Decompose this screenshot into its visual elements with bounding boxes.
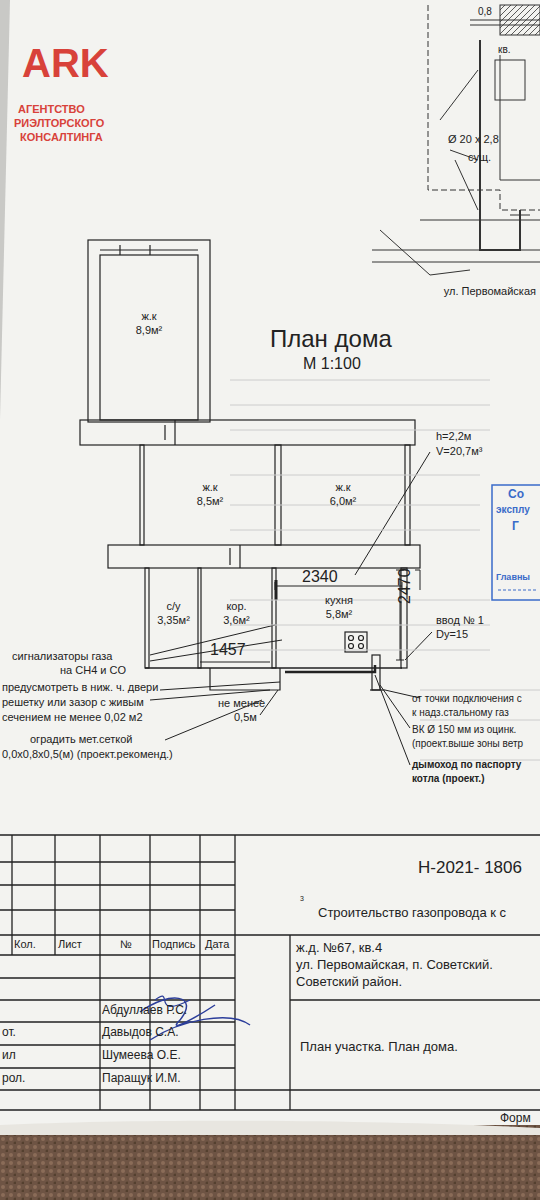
room-area: ж.к6,0м² [283,445,403,545]
plan-label: АГЕНТСТВО [18,103,85,116]
plan-label: h=2,2м [436,430,471,443]
plan-label: сущ. [468,151,491,164]
plan-label: решетку или зазор с живым [2,696,144,709]
room-label: 5,8м² [278,608,400,622]
room-label: 6,0м² [283,495,403,509]
plan-label: эксплу [496,504,530,516]
plan-label: (проект.выше зоны ветр [412,738,523,750]
plan-label: ввод № 1 [436,614,484,627]
plan-title: План дома [270,325,392,353]
room-area: ж.к8,5м² [148,445,272,545]
plan-label: 2340 [302,568,338,586]
room-area: с/у3,35м² [149,570,198,665]
plan-label: План участка. План дома. [300,1040,458,1055]
plan-label: Со [508,488,524,502]
plan-label: КОНСАЛТИНГА [20,131,103,144]
plan-label: Лист [58,938,82,951]
room-label: кухня [278,594,400,608]
plan-label: Шумеева О.Е. [102,1049,181,1063]
room-label: кор. [201,600,272,614]
plan-label: Абдуллаев Р.С. [102,1004,187,1018]
plan-label: Ø 20 x 2,8 [448,133,499,146]
plan-label: оградить мет.сеткой [30,733,132,746]
plan-label: ARK [22,40,109,86]
plan-label: М 1:100 [303,355,361,373]
plan-label: ул. Первомайская [444,285,536,298]
plan-label: ж.д. №67, кв.4 [296,941,382,956]
plan-label: РИЭЛТОРСКОГО [14,117,104,130]
plan-label: Дата [205,938,229,951]
plan-label: предусмотреть в ниж. ч. двери [2,681,158,694]
plan-label: 0,8 [478,6,492,18]
plan-label: от точки подключения с [412,693,522,705]
room-label: ж.к [283,481,403,495]
room-label: с/у [149,600,198,614]
plan-label: 0,0x0,8x0,5(м) (проект.рекоменд.) [2,748,173,761]
plan-label: 3 [300,895,304,903]
room-label: 8,9м² [100,324,198,338]
plan-label: дымоход по паспорту [412,759,521,771]
plan-label: не менее [218,697,265,710]
plan-label: Кол. [14,938,36,951]
plan-label: Г [512,520,519,534]
plan-label: Н-2021- 1806 [418,858,522,878]
room-area: кухня5,8м² [278,570,400,665]
plan-label: сечением не менее 0,02 м2 [2,711,143,724]
plan-label: № [120,938,132,951]
plan-label: котла (проект.) [412,773,484,785]
room-label: 3,6м² [201,614,272,628]
plan-label: ил [2,1049,16,1063]
plan-label: ул. Первомайская, п. Советский. [296,958,493,973]
room-label: 8,5м² [148,495,272,509]
plan-label: 0,5м [234,711,257,724]
plan-label: к надз.стальному газ [412,707,509,719]
plan-label: Давыдов С.А. [102,1026,179,1040]
room-label: ж.к [100,310,198,324]
plan-label: Форм [500,1112,531,1126]
plan-label: Паращук И.М. [102,1072,181,1086]
plan-label: 2470 [396,568,414,604]
plan-label: 1457 [210,641,246,659]
plan-label: ВК Ø 150 мм из оцинк. [412,724,516,736]
plan-label: Подпись [152,938,196,951]
plan-label: Строительство газопровода к с [318,906,506,921]
room-area: ж.к8,9м² [100,255,198,420]
plan-label: рол. [2,1072,25,1086]
plan-label: на CH4 и CO [60,664,126,677]
plan-label: Главны [496,572,530,582]
plan-label: сигнализаторы газа [12,650,112,663]
plan-label: Dy=15 [436,628,468,641]
plan-label: кв. [498,44,510,56]
plan-label: V=20,7м³ [436,445,482,458]
plan-label: Советский район. [296,975,402,990]
room-label: ж.к [148,481,272,495]
plan-label: от. [2,1026,16,1040]
room-label: 3,35м² [149,614,198,628]
